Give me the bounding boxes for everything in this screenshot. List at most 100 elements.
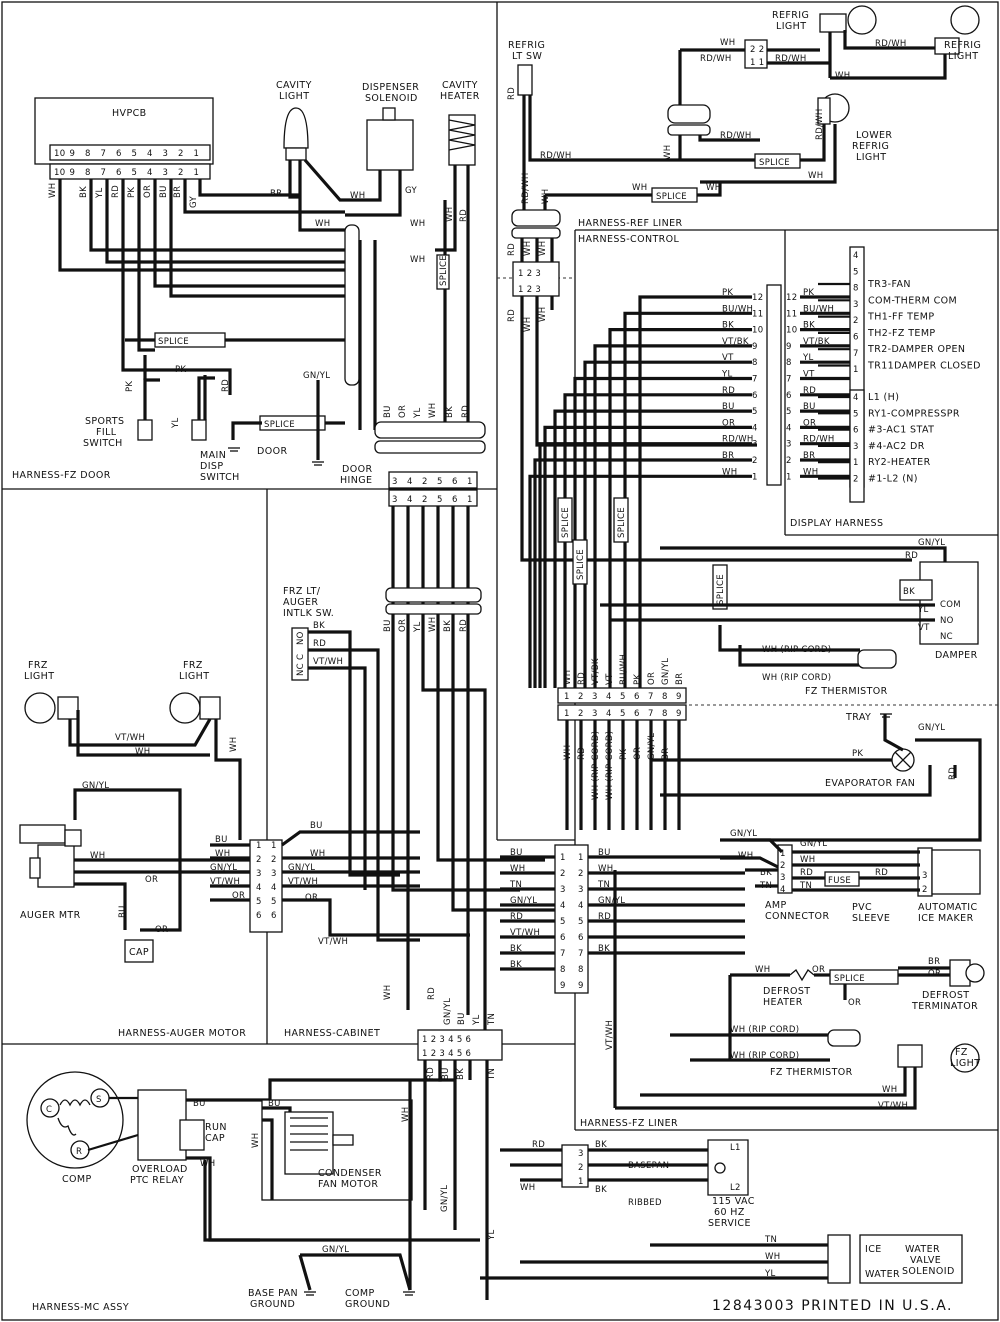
nine-pin-wire-label-top: BR bbox=[675, 673, 685, 685]
control-pin-out: 11 bbox=[786, 309, 797, 319]
pin-label: 4 bbox=[780, 885, 786, 895]
wire-label: WH bbox=[738, 851, 753, 861]
auger-pin-left: 2 bbox=[256, 855, 262, 865]
wire-label: WH bbox=[720, 38, 735, 48]
wire-label: WH bbox=[523, 317, 533, 332]
display-pin: 3 bbox=[853, 300, 859, 310]
nine-pin-bottom: 5 bbox=[620, 709, 626, 719]
pin-label: 1 2 3 bbox=[518, 269, 541, 279]
splice-label: SPLICE bbox=[716, 574, 726, 605]
control-wire-label-out: BR bbox=[803, 451, 815, 461]
control-wire-label-out: BU bbox=[803, 402, 816, 412]
control-pin-out: 8 bbox=[786, 358, 792, 368]
fz-liner-wire-label-right: BK bbox=[598, 944, 610, 954]
label-display-harness: DISPLAY HARNESS bbox=[790, 518, 883, 529]
control-wire-label-in: YL bbox=[721, 370, 733, 380]
splice-label: SPLICE bbox=[158, 337, 189, 347]
control-feed-wire bbox=[608, 328, 700, 688]
wire-label: BU bbox=[310, 821, 323, 831]
comp-pin: C bbox=[46, 1105, 52, 1115]
hvpcb-pin-top: 8 bbox=[85, 149, 91, 159]
wire-label: WH bbox=[229, 737, 239, 752]
comp-pin: S bbox=[96, 1095, 102, 1105]
control-wire-label-in: BU/WH bbox=[722, 304, 753, 314]
control-wire-label-in: OR bbox=[722, 418, 735, 428]
pin-label: 2 bbox=[780, 861, 786, 871]
nine-pin-wire-label-top: VT/BK bbox=[591, 658, 601, 685]
plug-pin: L2 bbox=[730, 1183, 741, 1193]
label-harness-control: HARNESS-CONTROL bbox=[578, 234, 680, 245]
wire-label: RD bbox=[459, 619, 469, 632]
wire-label: YL bbox=[413, 621, 423, 633]
pin-label: 2 2 bbox=[750, 45, 764, 55]
switch-pin: C bbox=[296, 654, 306, 660]
wire-label: YL bbox=[487, 1229, 497, 1241]
splice-label: SPLICE bbox=[617, 507, 627, 538]
fz-liner-pin-right: 8 bbox=[578, 965, 584, 975]
wire-label: OR bbox=[143, 185, 153, 198]
fz-liner-wire-label-right: RD bbox=[598, 912, 611, 922]
cavity-wires: BR WH GY WH WH WH WH RD SPLICE bbox=[270, 158, 470, 430]
wire-label: VT/WH bbox=[210, 877, 240, 887]
wire-label: WH bbox=[135, 747, 150, 757]
hinge-pin-top: 4 bbox=[407, 477, 413, 487]
label-harness-cabinet: HARNESS-CABINET bbox=[284, 1028, 380, 1039]
auger-pin-right: 4 bbox=[271, 883, 277, 893]
fz-liner-pin-left: 8 bbox=[560, 965, 566, 975]
hvpcb-wires bbox=[58, 179, 345, 420]
control-pin-out: 6 bbox=[786, 391, 792, 401]
splice-label: SPLICE bbox=[439, 255, 449, 286]
fz-liner-wire-label-left: BK bbox=[510, 960, 522, 970]
fz-liner-wire-label-right: WH bbox=[598, 864, 613, 874]
display-pin: 1 bbox=[853, 365, 859, 375]
wire-label: BR bbox=[173, 186, 183, 198]
wire-label: VT/WH bbox=[605, 1020, 615, 1050]
auger-pin-right: 3 bbox=[271, 869, 277, 879]
wire-label: VT/WH bbox=[288, 877, 318, 887]
hvpcb-pin-top: 9 bbox=[70, 149, 76, 159]
wire-label: TN bbox=[764, 1235, 777, 1245]
wire-label: RD/WH bbox=[700, 54, 732, 64]
control-wire-label-in: WH bbox=[722, 467, 737, 477]
wire-label: BK bbox=[79, 186, 89, 198]
control-wire-label-in: RD/WH bbox=[722, 435, 754, 445]
nine-pin-wire-label-top: RD bbox=[577, 672, 587, 685]
pin-label: 3 bbox=[578, 1149, 584, 1159]
control-wire-label-out: BK bbox=[803, 321, 815, 331]
display-function: #1-L2 (N) bbox=[868, 474, 918, 485]
hinge-pin-bottom: 6 bbox=[452, 495, 458, 505]
pin-label: 1 2 3 4 5 6 bbox=[422, 1035, 471, 1045]
label-harness-ref-liner: HARNESS-REF LINER bbox=[578, 218, 683, 229]
control-feed-wire bbox=[533, 458, 700, 688]
fz-liner-wire-label-left: TN bbox=[509, 880, 522, 890]
wire-label: WH bbox=[632, 183, 647, 193]
wire-label: YL bbox=[472, 1014, 482, 1026]
control-wire-label-in: VT bbox=[722, 353, 734, 363]
wire-label: WH bbox=[882, 1085, 897, 1095]
hvpcb-pin-bottom: 9 bbox=[70, 168, 76, 178]
wire-label: BU bbox=[383, 619, 393, 632]
wire-label: RD/WH bbox=[720, 131, 752, 141]
label-harness-fz-liner: HARNESS-FZ LINER bbox=[580, 1118, 678, 1129]
nine-pin-bottom: 9 bbox=[676, 709, 682, 719]
fz-liner-pin-left: 5 bbox=[560, 917, 566, 927]
wire-label: GY bbox=[405, 186, 417, 196]
nine-pin-wire-label-bottom: WH bbox=[563, 745, 573, 760]
display-pin: 1 bbox=[853, 458, 859, 468]
display-pin: 3 bbox=[853, 442, 859, 452]
fz-thermistor-rip-cord-2: WH (RIP CORD) bbox=[762, 673, 831, 683]
